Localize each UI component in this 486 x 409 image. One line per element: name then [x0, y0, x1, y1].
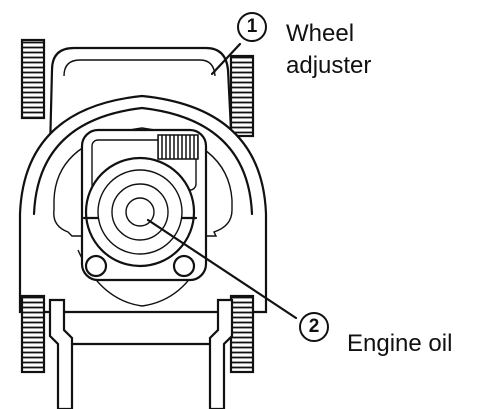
wheel-adjuster-leader — [210, 42, 242, 76]
wheel-adjuster-label-line2: adjuster — [286, 52, 372, 79]
wheel-adjuster-label-line1: Wheel — [286, 20, 355, 47]
front-right-wheel — [229, 294, 255, 374]
front-brackets — [48, 298, 234, 409]
engine-oil-label: Engine oil — [347, 330, 453, 357]
engine-oil-cap — [84, 254, 108, 278]
callout-number-2: 2 — [299, 312, 329, 342]
fuel-cap-hatch — [157, 134, 199, 160]
engine — [80, 128, 208, 282]
rear-left-wheel — [20, 38, 46, 120]
engine-oil-leader — [146, 218, 298, 320]
front-left-wheel — [20, 294, 46, 374]
callout-number-1: 1 — [237, 12, 267, 42]
rear-right-wheel — [229, 54, 255, 138]
